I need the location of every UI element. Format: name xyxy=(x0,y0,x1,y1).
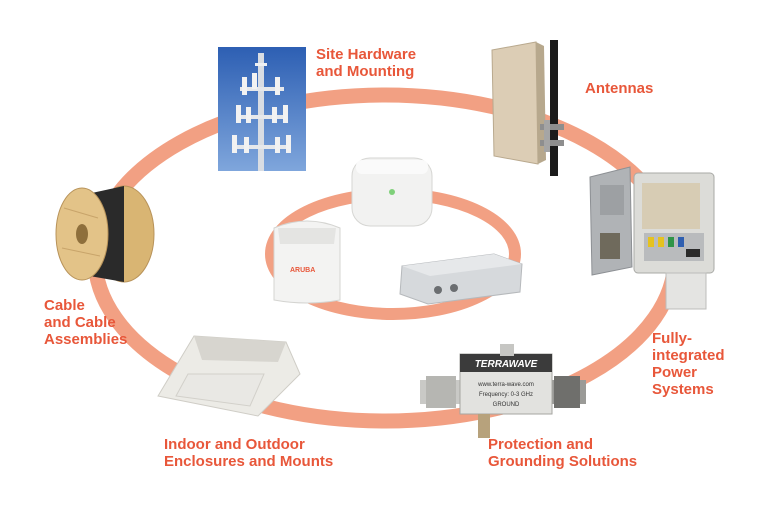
ceiling-enclosure-photo xyxy=(157,335,301,417)
power-enclosure-photo xyxy=(589,166,715,310)
arrester-brand: TERRAWAVE xyxy=(475,359,538,370)
label-line: and Cable xyxy=(44,314,116,331)
panel-antenna-photo xyxy=(491,40,564,176)
label-line: Protection and xyxy=(488,436,594,453)
cable-spool-photo xyxy=(55,185,155,283)
label-line: Power xyxy=(652,364,698,381)
cell-tower-photo xyxy=(218,47,306,171)
label-line: Fully- xyxy=(652,330,692,347)
arrester-url: www.terra-wave.com xyxy=(477,382,534,388)
aruba-brand: ARUBA xyxy=(290,267,315,274)
aruba-access-point-photo: ARUBA xyxy=(273,220,341,304)
label-line: Indoor and Outdoor xyxy=(164,436,305,453)
label-line: Site Hardware xyxy=(316,46,417,63)
label-line: integrated xyxy=(652,347,725,364)
outdoor-radio-photo xyxy=(399,253,523,305)
label-power-systems: Fully- integrated Power Systems xyxy=(652,330,725,398)
label-line: Enclosures and Mounts xyxy=(164,453,334,470)
lightning-arrester-photo: TERRAWAVE www.terra-wave.com Frequency: … xyxy=(420,344,586,438)
ceiling-access-point-photo xyxy=(351,157,433,227)
label-line: Antennas xyxy=(585,80,654,97)
label-line: Assemblies xyxy=(44,331,128,348)
label-antennas: Antennas xyxy=(585,80,653,97)
label-line: Grounding Solutions xyxy=(488,453,638,470)
label-site-hardware: Site Hardware and Mounting xyxy=(316,46,416,80)
label-cable-assemblies: Cable and Cable Assemblies xyxy=(44,297,127,348)
label-line: Systems xyxy=(652,381,714,398)
label-protection-grounding: Protection and Grounding Solutions xyxy=(488,436,637,470)
label-enclosures-mounts: Indoor and Outdoor Enclosures and Mounts xyxy=(164,436,333,470)
arrester-ground: GROUND xyxy=(493,402,520,408)
arrester-frequency: Frequency: 0-3 GHz xyxy=(479,392,533,398)
label-line: Cable xyxy=(44,297,85,314)
label-line: and Mounting xyxy=(316,63,415,80)
